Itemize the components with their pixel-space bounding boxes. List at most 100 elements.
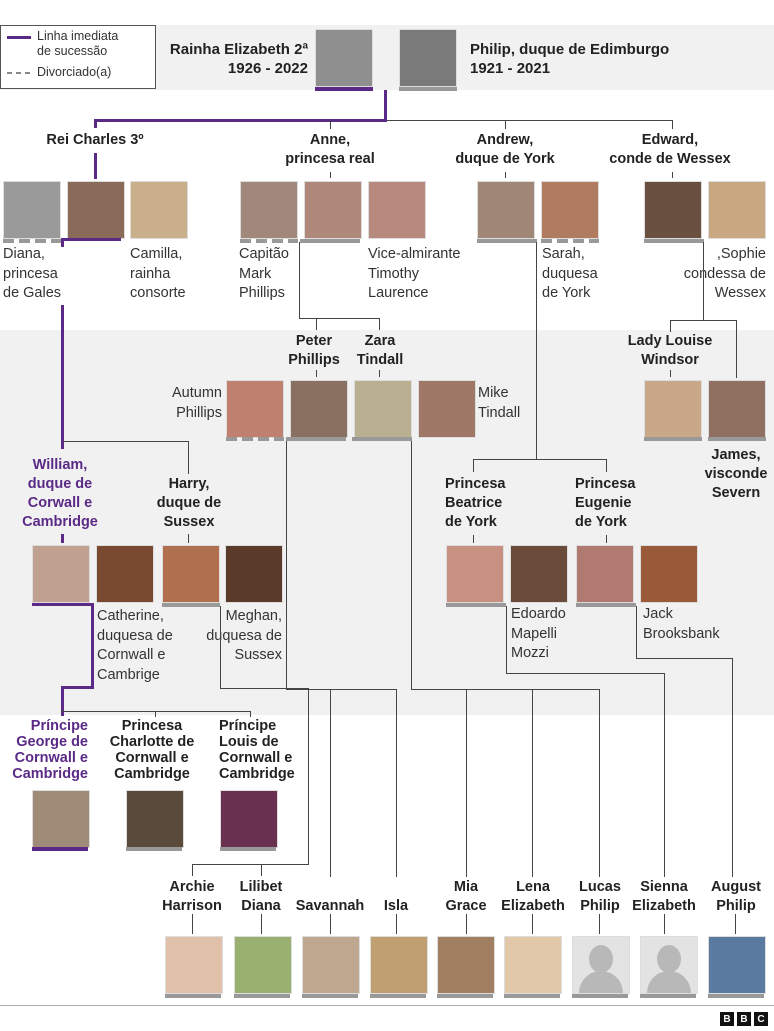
line bbox=[606, 459, 607, 472]
line bbox=[220, 606, 221, 689]
line bbox=[379, 318, 380, 330]
line bbox=[308, 688, 309, 864]
line bbox=[286, 441, 287, 690]
line bbox=[61, 305, 64, 449]
andrew-name: Andrew,duque de York bbox=[455, 132, 555, 167]
edward-bar bbox=[644, 239, 704, 243]
george-photo bbox=[32, 790, 90, 848]
line bbox=[672, 120, 673, 129]
line bbox=[61, 238, 121, 241]
line bbox=[670, 320, 671, 332]
queen-photo bbox=[315, 29, 373, 87]
line bbox=[536, 242, 537, 460]
edoardo-photo bbox=[510, 545, 568, 603]
legend-divorced-swatch bbox=[7, 72, 31, 74]
anne-photo bbox=[304, 181, 362, 239]
line bbox=[736, 320, 737, 378]
line bbox=[261, 914, 262, 934]
line bbox=[32, 603, 94, 606]
line bbox=[636, 606, 637, 659]
zara-photo bbox=[354, 380, 412, 438]
autumn-photo bbox=[226, 380, 284, 438]
line bbox=[192, 914, 193, 934]
line bbox=[379, 370, 380, 377]
line bbox=[384, 90, 387, 122]
mike-photo bbox=[418, 380, 476, 438]
legend-succession-swatch bbox=[7, 36, 31, 39]
line bbox=[703, 242, 704, 320]
camilla-photo bbox=[130, 181, 188, 239]
line bbox=[330, 172, 331, 178]
line bbox=[316, 318, 317, 330]
line bbox=[316, 370, 317, 377]
george-bar bbox=[32, 847, 88, 851]
lucas-photo-placeholder-icon bbox=[572, 936, 630, 994]
line bbox=[330, 120, 331, 129]
line bbox=[532, 914, 533, 934]
line bbox=[94, 119, 387, 122]
diana-bar bbox=[3, 239, 61, 243]
james-photo bbox=[708, 380, 766, 438]
line bbox=[599, 689, 600, 877]
line bbox=[505, 172, 506, 178]
lucas-bar bbox=[572, 994, 628, 998]
timothy-photo bbox=[368, 181, 426, 239]
line bbox=[299, 242, 300, 318]
line bbox=[192, 864, 309, 865]
zara-bar bbox=[352, 437, 412, 441]
charles-photo bbox=[67, 181, 125, 239]
eugenie-photo bbox=[576, 545, 634, 603]
edward-photo bbox=[644, 181, 702, 239]
edward-name: Edward,conde de Wessex bbox=[609, 132, 731, 167]
louise-bar bbox=[644, 437, 702, 441]
andrew-bar bbox=[477, 239, 537, 243]
line bbox=[261, 864, 262, 876]
line bbox=[732, 658, 733, 877]
sophie-photo bbox=[708, 181, 766, 239]
line bbox=[473, 459, 474, 472]
william-photo bbox=[32, 545, 90, 603]
line bbox=[411, 689, 600, 690]
line bbox=[94, 153, 97, 179]
line bbox=[466, 689, 467, 877]
andrew-photo bbox=[477, 181, 535, 239]
line bbox=[636, 658, 733, 659]
savannah-bar bbox=[302, 994, 358, 998]
line bbox=[63, 441, 189, 442]
peter-photo bbox=[290, 380, 348, 438]
louise-photo bbox=[644, 380, 702, 438]
sienna-bar bbox=[640, 994, 696, 998]
eugenie-bar bbox=[576, 603, 636, 607]
line bbox=[250, 711, 251, 717]
line bbox=[411, 441, 412, 690]
line bbox=[664, 914, 665, 934]
line bbox=[220, 688, 309, 689]
lena-bar bbox=[504, 994, 560, 998]
mia-photo bbox=[437, 936, 495, 994]
meghan-photo bbox=[225, 545, 283, 603]
line bbox=[91, 603, 94, 689]
mark-photo bbox=[240, 181, 298, 239]
sarah-bar bbox=[541, 239, 599, 243]
